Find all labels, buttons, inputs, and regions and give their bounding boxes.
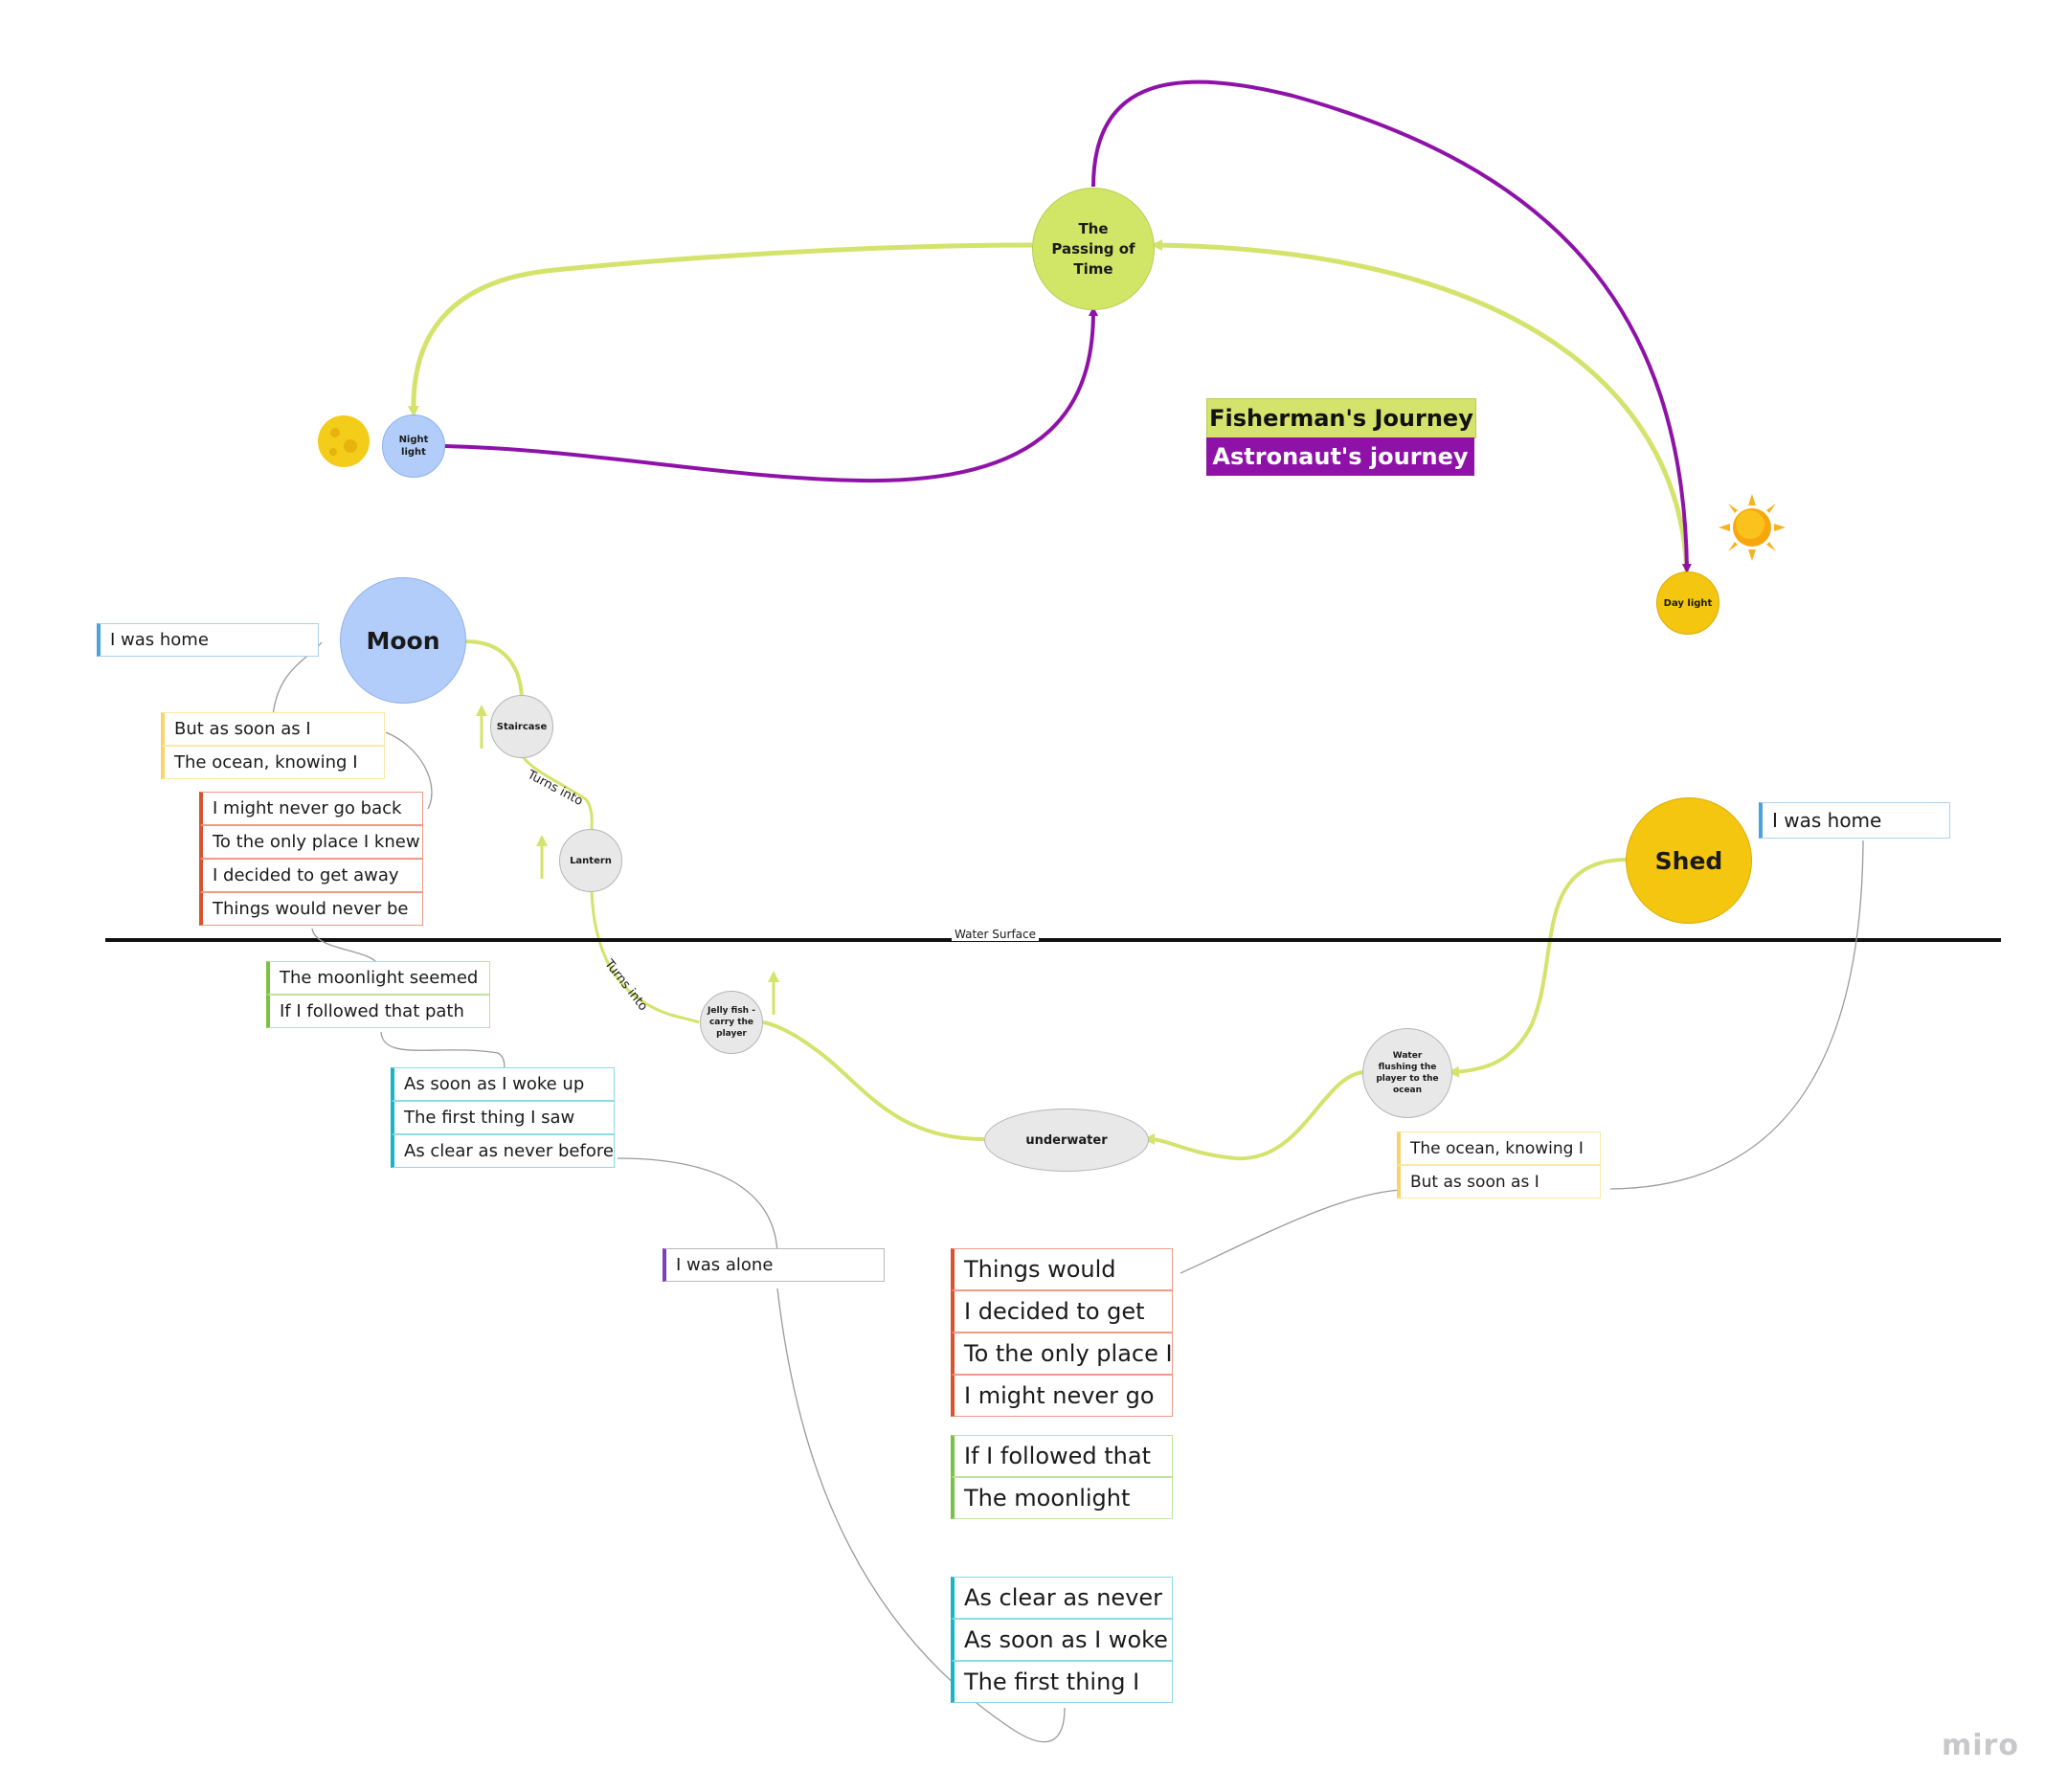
shed-node[interactable]: Shed	[1626, 797, 1752, 924]
card-i-was-alone[interactable]: I was alone	[663, 1248, 885, 1282]
card-i-was-home-right[interactable]: I was home	[1759, 802, 1950, 839]
connector-staircase-lantern	[520, 754, 594, 832]
card-decided-away[interactable]: I decided to get away	[199, 859, 423, 892]
card-decided-to-get[interactable]: I decided to get	[951, 1290, 1173, 1333]
connector-moon-staircase	[464, 639, 524, 703]
underwater-node[interactable]: underwater	[984, 1109, 1149, 1172]
connector-shed-waterflush	[1448, 858, 1629, 1078]
connector-day-to-passing	[1151, 239, 1690, 581]
node-label: player to the	[1376, 1074, 1439, 1084]
node-label: carry the	[708, 1018, 754, 1027]
node-label: flushing the	[1378, 1063, 1437, 1072]
sun-icon	[1719, 494, 1786, 561]
card-things-would[interactable]: Things would	[951, 1248, 1173, 1290]
card-moonlight-seemed[interactable]: The moonlight seemed	[266, 961, 490, 995]
card-clear-never[interactable]: As clear as never before	[391, 1134, 615, 1168]
connector-passing-to-night	[407, 242, 1033, 417]
card-clear-as-never[interactable]: As clear as never	[951, 1577, 1173, 1619]
card-never-go-back[interactable]: I might never go back	[199, 792, 423, 825]
node-label: light	[401, 447, 426, 458]
node-label: Water	[1392, 1051, 1423, 1061]
node-label: Time	[1073, 259, 1113, 278]
card-if-followed[interactable]: If I followed that	[951, 1435, 1173, 1477]
card-first-thing[interactable]: The first thing I saw	[391, 1101, 615, 1134]
card-woke-up[interactable]: As soon as I woke up	[391, 1067, 615, 1101]
card-never-be[interactable]: Things would never be	[199, 892, 423, 926]
card-followed-path[interactable]: If I followed that path	[266, 995, 490, 1028]
jellyfish-node[interactable]: Jelly fish - carry the player	[700, 991, 763, 1054]
connector-passing-to-day	[1091, 79, 1692, 573]
node-label: Passing of	[1051, 239, 1135, 258]
connector-underwater-jelly	[762, 1020, 985, 1141]
miro-watermark: miro	[1942, 1729, 2019, 1762]
moon-node[interactable]: Moon	[340, 577, 466, 704]
card-ocean-knowing[interactable]: The ocean, knowing I	[161, 746, 385, 779]
node-label: Lantern	[570, 855, 612, 866]
node-label: Shed	[1654, 846, 1723, 875]
night-light-node[interactable]: Night light	[382, 414, 445, 478]
card-ocean-knowing-right[interactable]: The ocean, knowing I	[1397, 1131, 1601, 1165]
node-label: player	[716, 1029, 747, 1039]
lantern-node[interactable]: Lantern	[559, 829, 622, 892]
node-label: Day light	[1663, 597, 1713, 609]
card-i-was-home[interactable]: I was home	[97, 623, 319, 657]
card-only-place-center[interactable]: To the only place I	[951, 1333, 1173, 1375]
day-light-node[interactable]: Day light	[1656, 571, 1719, 635]
moon-icon	[318, 415, 370, 467]
node-label: Moon	[366, 626, 440, 655]
card-first-thing-center[interactable]: The first thing I	[951, 1661, 1173, 1703]
node-label: Jelly fish -	[708, 1006, 755, 1016]
card-connectors	[272, 641, 1864, 1743]
card-but-as-soon[interactable]: But as soon as I	[161, 712, 385, 746]
card-the-moonlight[interactable]: The moonlight	[951, 1477, 1173, 1519]
legend-astronaut[interactable]: Astronaut's journey	[1206, 437, 1474, 476]
water-surface-label: Water Surface	[952, 928, 1040, 941]
node-label: underwater	[1025, 1132, 1108, 1148]
card-only-place[interactable]: To the only place I knew	[199, 825, 423, 859]
card-but-as-soon-right[interactable]: But as soon as I	[1397, 1165, 1601, 1198]
node-label: ocean	[1392, 1086, 1423, 1095]
water-flushing-node[interactable]: Water flushing the player to the ocean	[1362, 1028, 1452, 1118]
node-label: The	[1078, 219, 1109, 237]
connector-night-to-passing	[444, 306, 1098, 483]
connector-lantern-jelly	[590, 889, 700, 1024]
connector-waterflush-underwater	[1143, 1070, 1364, 1161]
staircase-node[interactable]: Staircase	[490, 695, 553, 758]
card-might-never-go[interactable]: I might never go	[951, 1375, 1173, 1417]
legend-fisherman[interactable]: Fisherman's Journey	[1206, 398, 1476, 438]
node-label: Staircase	[496, 721, 548, 732]
card-soon-woke[interactable]: As soon as I woke	[951, 1619, 1173, 1661]
node-label: Night	[398, 435, 429, 445]
